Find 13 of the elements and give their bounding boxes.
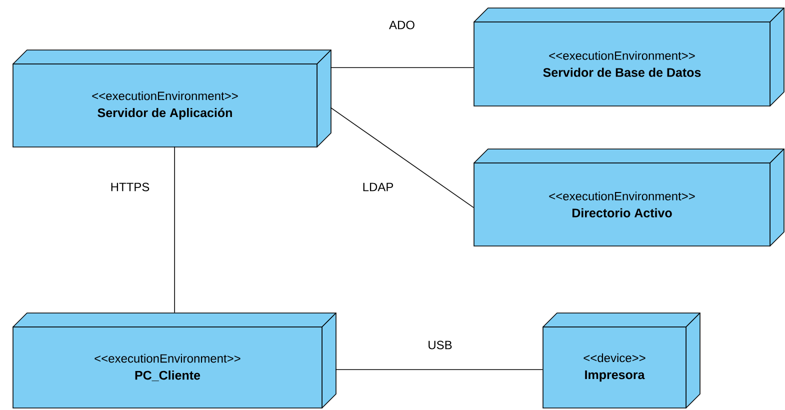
edge-label: LDAP [361,182,395,192]
edge-label: ADO [388,20,416,30]
node-box: <<device>> Impresora [542,312,700,408]
connector-line [335,369,543,370]
connector-line [174,146,175,313]
edge-label: HTTPS [109,182,151,192]
connector-line [330,67,474,68]
node-box: <<executionEnvironment>> PC_Cliente [12,312,336,408]
edge-label: USB [426,340,454,350]
node-box: <<executionEnvironment>> Servidor de Base de Datos [474,8,784,106]
node-box: <<executionEnvironment>> Directorio Activo [474,148,784,246]
node-box: <<executionEnvironment>> Servidor de Aplicación [12,50,332,148]
connector-line [330,107,474,208]
